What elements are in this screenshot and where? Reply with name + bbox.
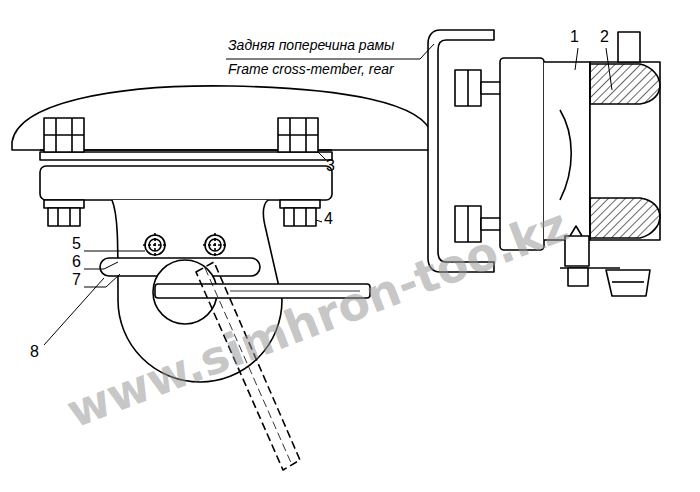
part-caption: Задняя поперечина рамы (228, 38, 394, 53)
callout-number: 1 (570, 28, 579, 46)
callout-number: 4 (324, 210, 333, 228)
callout-number: 8 (30, 343, 39, 361)
callout-number: 6 (72, 253, 81, 271)
callout-number: 7 (72, 271, 81, 289)
callout-number: 3 (326, 157, 335, 175)
callout-number: 5 (72, 235, 81, 253)
part-caption: Frame cross-member, rear (228, 62, 394, 77)
callout-number: 2 (600, 28, 609, 46)
